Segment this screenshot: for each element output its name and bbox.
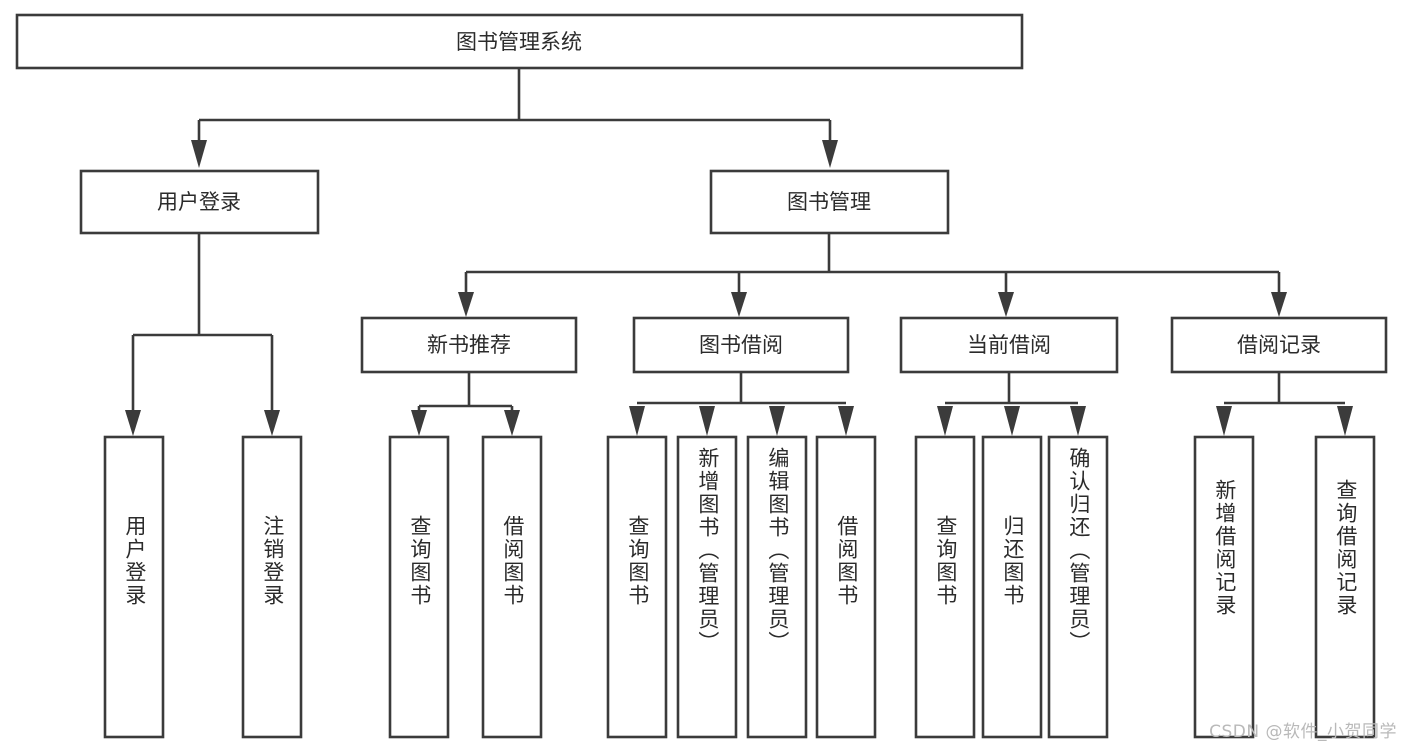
connector-book-mgmt-to-level3 [458, 233, 1287, 317]
connector-current-borrow-to-leaves [937, 372, 1086, 436]
leaf-box-query-book-c[interactable] [914, 435, 976, 739]
node-user-login[interactable]: 用户登录 [79, 169, 320, 235]
leaf-box-add-record[interactable] [1193, 435, 1255, 739]
arrow-to-leaf-add-book [699, 406, 715, 436]
node-new-book-recommend[interactable]: 新书推荐 [360, 316, 578, 374]
arrow-to-leaf-query-book-a [411, 410, 427, 436]
arrow-to-user-login [191, 140, 207, 168]
arrow-to-leaf-query-book-b [629, 406, 645, 436]
current-borrow-label: 当前借阅 [967, 333, 1051, 357]
arrow-to-leaf-logout [264, 410, 280, 436]
connector-user-login-to-leaves [125, 233, 280, 436]
new-book-recommend-box[interactable] [360, 316, 578, 374]
csdn-watermark: CSDN @软件_小贺同学 [1209, 722, 1397, 742]
arrow-to-borrow-record [1271, 292, 1287, 317]
connector-root-to-level2 [191, 68, 838, 168]
leaf-box-borrow-book-a[interactable] [481, 435, 543, 739]
connector-book-borrow-to-leaves [629, 372, 854, 436]
leaf-box-query-book-b[interactable] [606, 435, 668, 739]
arrow-to-leaf-query-book-c [937, 406, 953, 436]
current-borrow-box[interactable] [899, 316, 1119, 374]
user-login-label: 用户登录 [157, 190, 241, 214]
arrow-to-book-borrow [731, 292, 747, 317]
borrow-record-box[interactable] [1170, 316, 1388, 374]
node-root[interactable]: 图书管理系统 [15, 13, 1024, 70]
node-book-borrow[interactable]: 图书借阅 [632, 316, 850, 374]
arrow-to-leaf-add-record [1216, 406, 1232, 436]
book-borrow-label: 图书借阅 [699, 333, 783, 357]
leaf-box-logout[interactable] [241, 435, 303, 739]
arrow-to-leaf-borrow-book-a [504, 410, 520, 436]
connector-new-book-to-leaves [411, 372, 520, 436]
node-current-borrow[interactable]: 当前借阅 [899, 316, 1119, 374]
borrow-record-label: 借阅记录 [1237, 333, 1321, 357]
arrow-to-new-book [458, 292, 474, 317]
arrow-to-leaf-user-login [125, 410, 141, 436]
leaf-box-confirm-return[interactable] [1047, 435, 1109, 739]
book-borrow-box[interactable] [632, 316, 850, 374]
root-label: 图书管理系统 [456, 30, 582, 54]
connector-borrow-record-to-leaves [1216, 372, 1353, 436]
arrow-to-book-mgmt [822, 140, 838, 168]
new-book-recommend-label: 新书推荐 [427, 333, 511, 357]
book-management-box[interactable] [709, 169, 950, 235]
node-borrow-record[interactable]: 借阅记录 [1170, 316, 1388, 374]
node-book-management[interactable]: 图书管理 [709, 169, 950, 235]
leaf-box-borrow-book-b[interactable] [815, 435, 877, 739]
arrow-to-leaf-return-book [1004, 406, 1020, 436]
arrow-to-current-borrow [998, 292, 1014, 317]
arrow-to-leaf-query-record [1337, 406, 1353, 436]
leaf-box-return-book[interactable] [981, 435, 1043, 739]
leaf-box-add-book[interactable] [676, 435, 738, 739]
leaf-box-query-record[interactable] [1314, 435, 1376, 739]
leaf-box-user-login[interactable] [103, 435, 165, 739]
arrow-to-leaf-edit-book [769, 406, 785, 436]
root-box[interactable] [15, 13, 1024, 70]
book-management-label: 图书管理 [787, 190, 871, 214]
leaf-box-query-book-a[interactable] [388, 435, 450, 739]
leaf-box-edit-book[interactable] [746, 435, 808, 739]
arrow-to-leaf-borrow-book-b [838, 406, 854, 436]
arrow-to-leaf-confirm-return [1070, 406, 1086, 436]
